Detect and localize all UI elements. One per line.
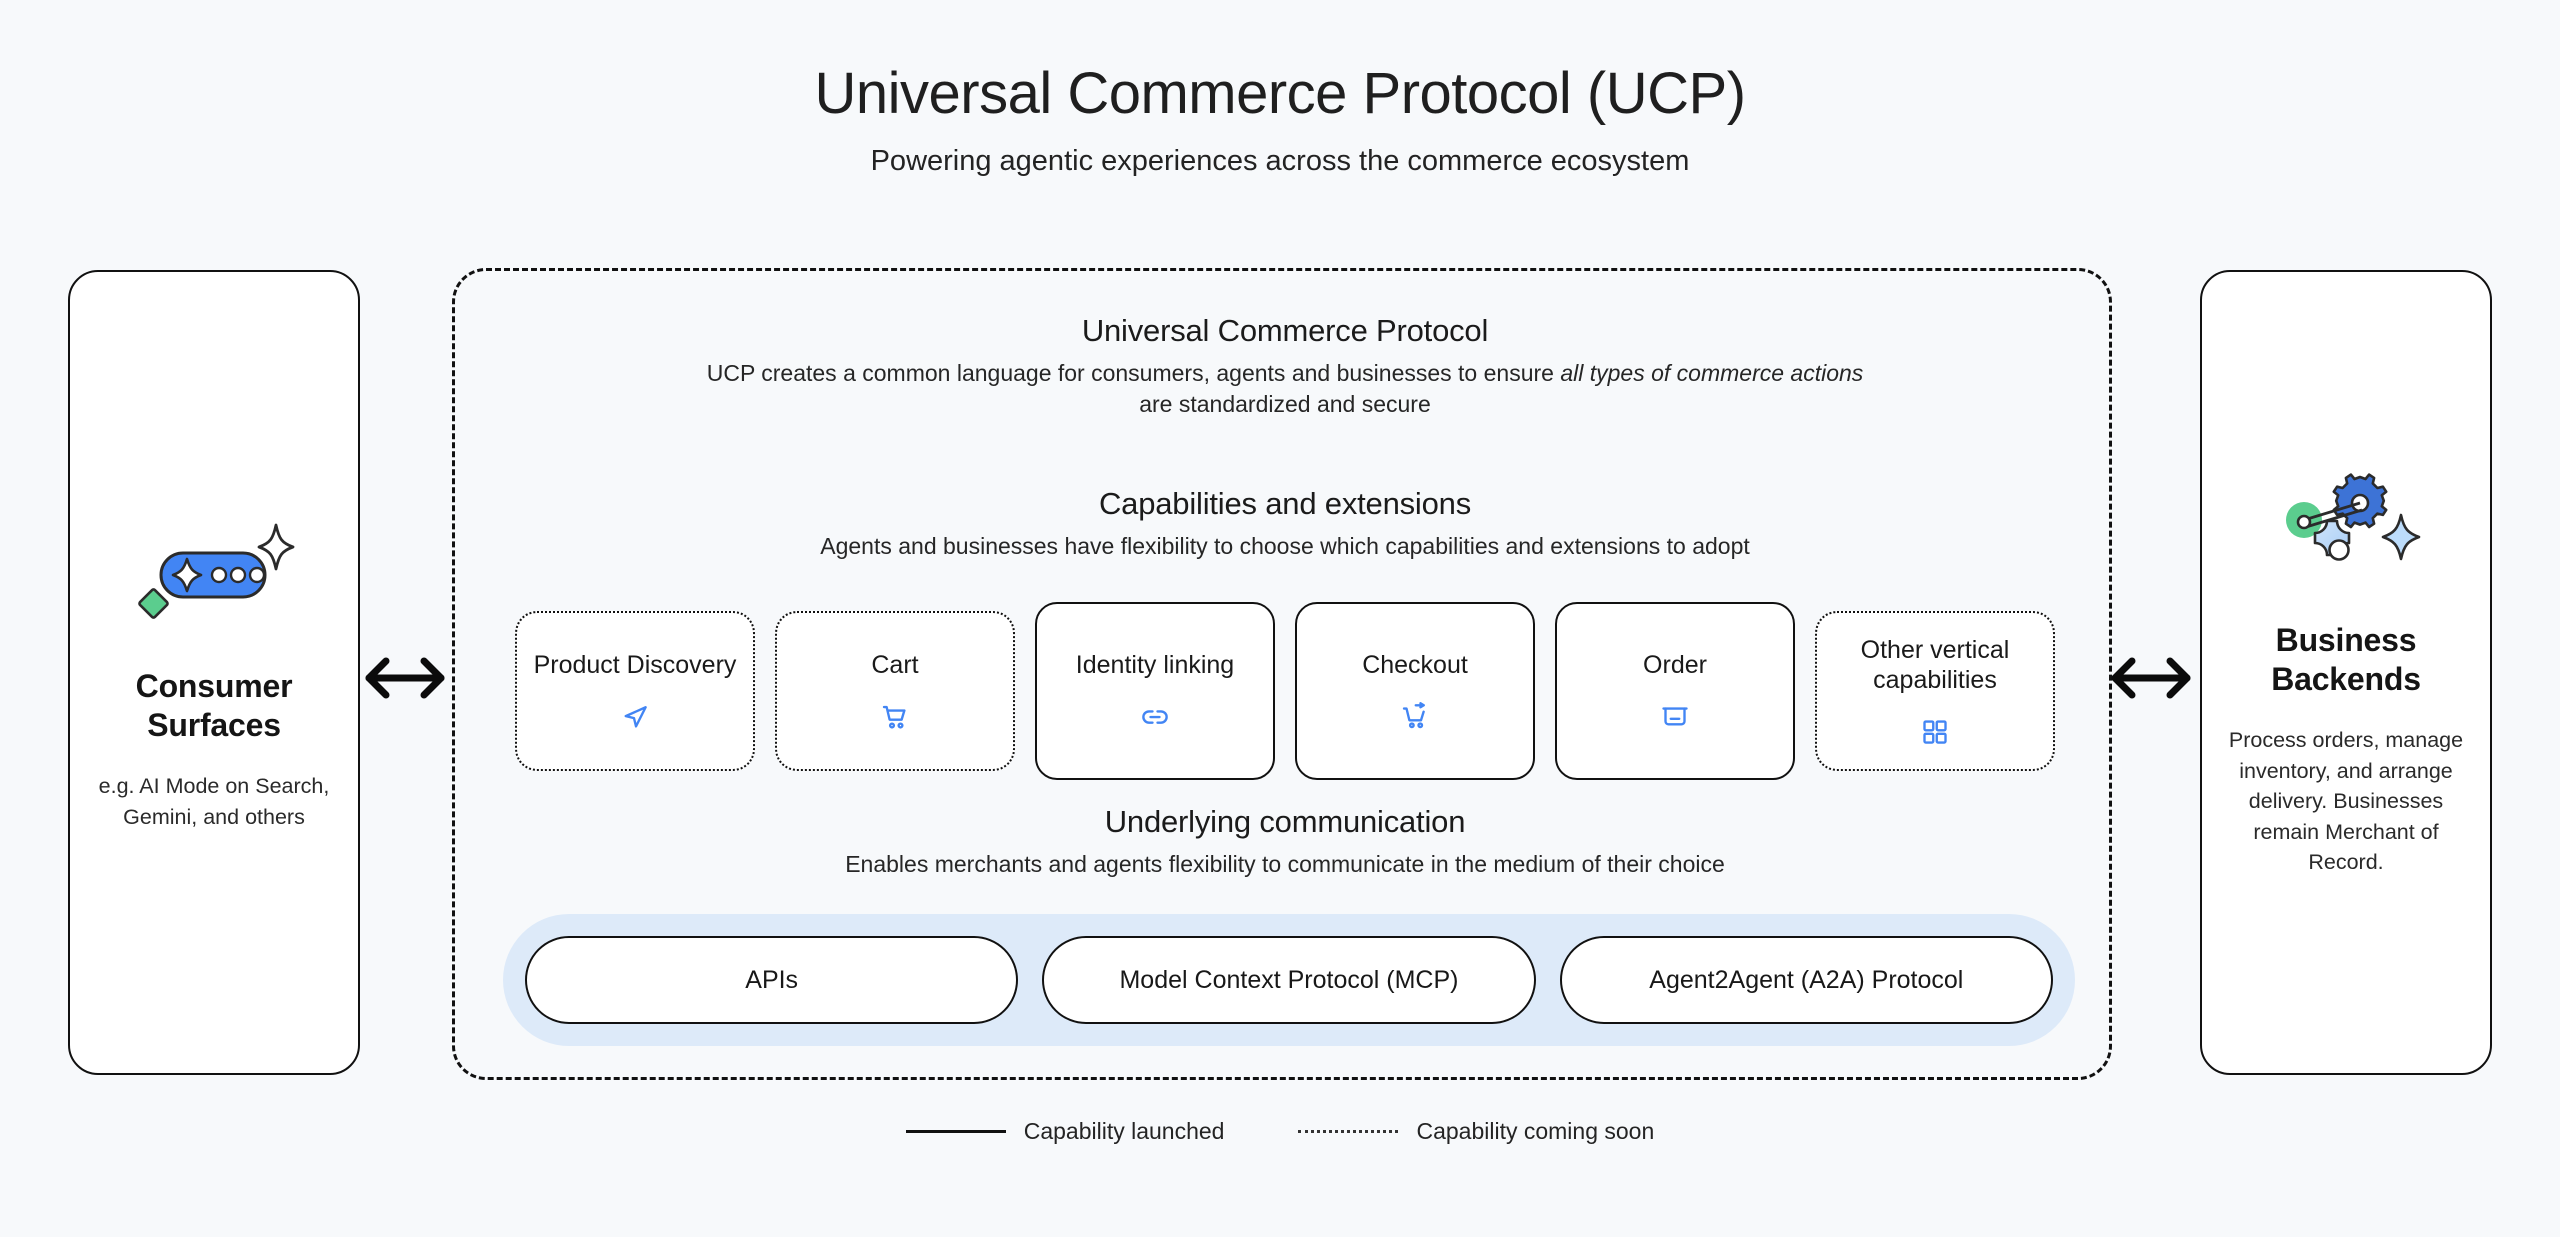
ucp-intro-block: Universal Commerce Protocol UCP creates … <box>455 313 2115 419</box>
capability-cards-row: Product Discovery Cart Identity linking Che… <box>495 601 2075 781</box>
capability-card-product-discovery[interactable]: Product Discovery <box>515 611 755 771</box>
capability-card-label: Cart <box>871 651 919 679</box>
communication-subheading: Enables merchants and agents flexibility… <box>845 851 1725 877</box>
navigation-arrow-icon <box>620 702 650 732</box>
page-subtitle: Powering agentic experiences across the … <box>870 144 1690 177</box>
capability-card-identity-linking[interactable]: Identity linking <box>1035 602 1275 780</box>
page-header: Universal Commerce Protocol (UCP) Poweri… <box>0 61 2560 178</box>
legend-label: Capability launched <box>1023 1118 1225 1144</box>
business-panel-title: Business Backends <box>2271 622 2421 698</box>
communication-block: Underlying communication Enables merchan… <box>455 804 2115 1046</box>
ucp-description-before: UCP creates a common language for consum… <box>706 360 1561 386</box>
shopping-cart-icon <box>880 702 910 732</box>
page-title: Universal Commerce Protocol (UCP) <box>814 61 1746 126</box>
capabilities-heading: Capabilities and extensions <box>1098 486 1471 521</box>
capability-card-cart[interactable]: Cart <box>775 611 1015 771</box>
order-box-icon <box>1660 702 1690 732</box>
capability-card-label: Order <box>1643 651 1707 679</box>
communication-pill[interactable]: Model Context Protocol (MCP) <box>1042 936 1536 1024</box>
legend: Capability launched Capability coming soo… <box>0 1118 2560 1145</box>
consumer-panel-description: e.g. AI Mode on Search, Gemini, and othe… <box>98 774 330 829</box>
communication-pill[interactable]: APIs <box>525 936 1019 1024</box>
ucp-heading: Universal Commerce Protocol <box>1081 313 1489 348</box>
communication-pill-bar: APIs Model Context Protocol (MCP) Agent2Ag… <box>503 914 2075 1046</box>
double-arrow-icon <box>362 655 448 701</box>
legend-item-solid: Capability launched <box>905 1118 1225 1145</box>
ucp-description: UCP creates a common language for consum… <box>455 358 2115 419</box>
consumer-panel-title: Consumer Surfaces <box>135 667 293 743</box>
gears-sparkle-icon <box>2261 467 2431 587</box>
capabilities-block: Capabilities and extensions Agents and b… <box>455 486 2115 780</box>
capability-card-label: Product Discovery <box>533 651 737 679</box>
ucp-container: Universal Commerce Protocol UCP creates … <box>452 268 2112 1080</box>
legend-item-dotted: Capability coming soon <box>1298 1118 1654 1145</box>
ucp-description-after: are standardized and secure <box>1139 390 1431 417</box>
link-icon <box>1140 702 1170 732</box>
double-arrow-icon <box>2108 655 2194 701</box>
ucp-description-emphasis: all types of commerce actions <box>1560 360 1864 386</box>
capability-card-label: Identity linking <box>1075 651 1235 679</box>
capability-card-other-vertical-capabilities[interactable]: Other vertical capabilities <box>1815 611 2055 771</box>
chat-bubble-sparkle-icon <box>129 513 299 633</box>
business-backends-panel: Business Backends Process orders, manage… <box>2200 270 2492 1075</box>
legend-swatch-solid-icon <box>905 1130 1006 1133</box>
grid-apps-icon <box>1920 717 1950 747</box>
communication-heading: Underlying communication <box>1104 804 1466 839</box>
consumer-surfaces-panel: Consumer Surfaces e.g. AI Mode on Search… <box>68 270 360 1075</box>
legend-swatch-dotted-icon <box>1298 1130 1399 1133</box>
capabilities-subheading: Agents and businesses have flexibility t… <box>820 533 1750 559</box>
capability-card-label: Checkout <box>1362 651 1468 679</box>
capability-card-order[interactable]: Order <box>1555 602 1795 780</box>
capability-card-checkout[interactable]: Checkout <box>1295 602 1535 780</box>
business-panel-description: Process orders, manage inventory, and ar… <box>2228 728 2464 875</box>
capability-card-label: Other vertical capabilities <box>1860 636 2010 694</box>
communication-pill[interactable]: Agent2Agent (A2A) Protocol <box>1559 936 2053 1024</box>
cart-checkout-icon <box>1400 702 1430 732</box>
legend-label: Capability coming soon <box>1416 1118 1655 1144</box>
